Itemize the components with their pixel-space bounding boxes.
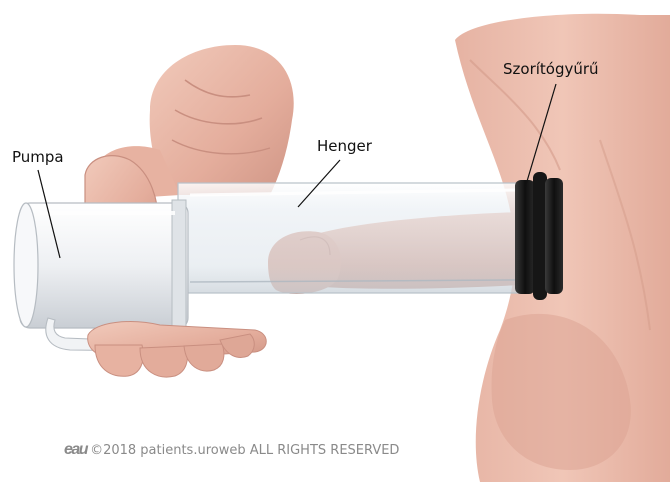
- constriction-ring: [515, 172, 563, 300]
- cylinder: [178, 183, 523, 293]
- copyright-text: ©2018 patients.uroweb ALL RIGHTS RESERVE…: [90, 443, 399, 458]
- eau-logo: eau: [64, 441, 87, 459]
- hand-fingers: [88, 322, 267, 377]
- copyright-footer: eau ©2018 patients.uroweb ALL RIGHTS RES…: [64, 442, 399, 458]
- cylinder-label: Henger: [317, 139, 372, 154]
- pump-label: Pumpa: [12, 150, 64, 165]
- constriction-ring-label: Szorítógyűrű: [503, 62, 599, 77]
